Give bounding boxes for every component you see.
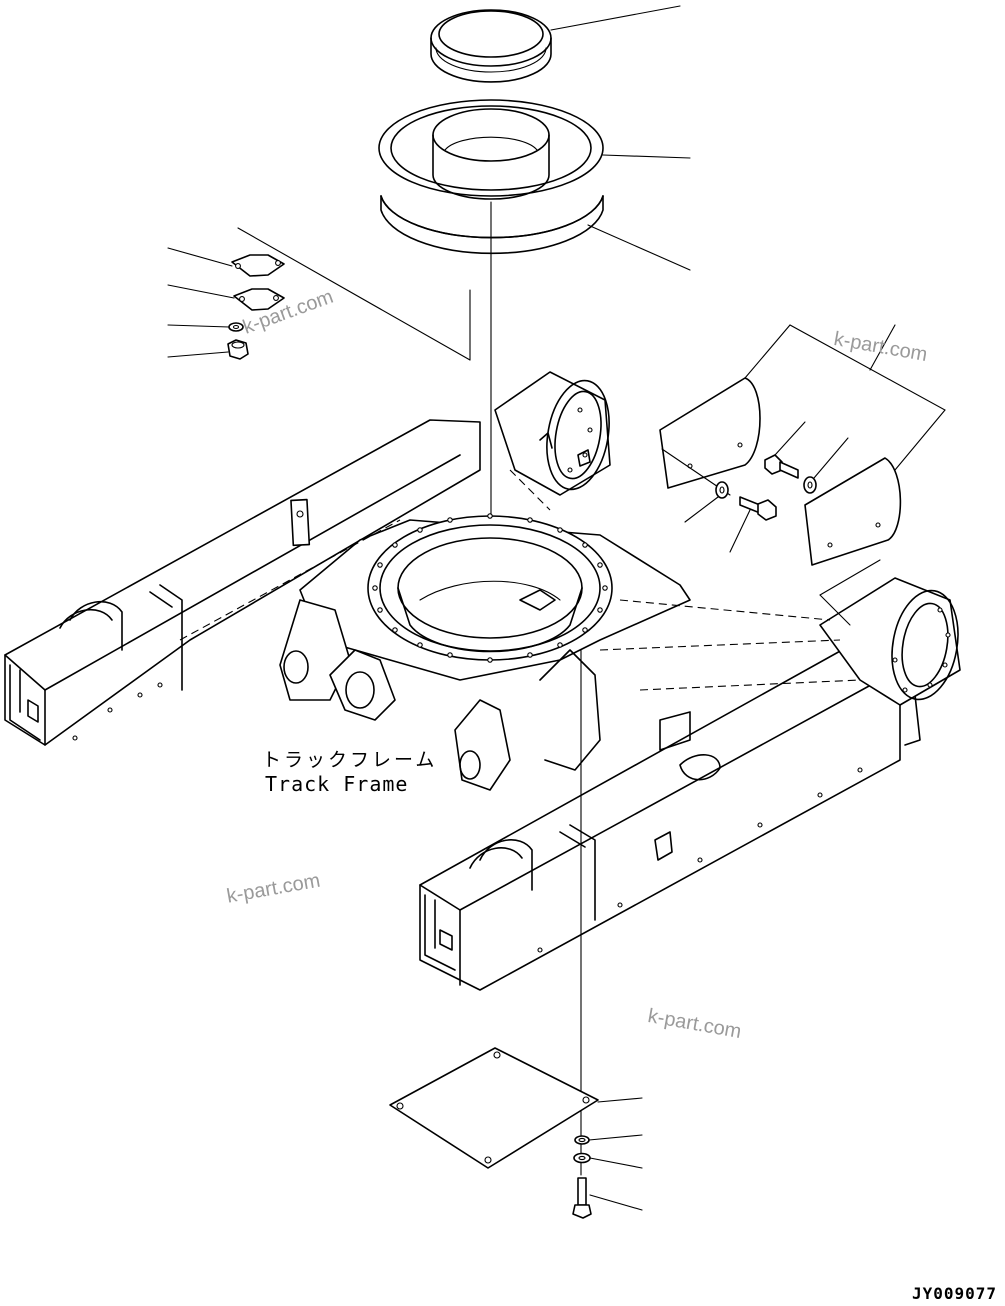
bolt-bottom	[572, 1177, 643, 1219]
bolt-mid	[729, 496, 777, 553]
under-cover	[389, 1047, 643, 1169]
bolt-upper	[764, 421, 806, 479]
side-cover-plate-right	[804, 457, 902, 566]
swivel-cover	[378, 99, 691, 200]
group-bracket-left	[237, 227, 471, 361]
figure-id: JY009077	[912, 1284, 998, 1303]
lock-washer-bottom	[574, 1134, 643, 1145]
nut-small	[167, 339, 249, 360]
race-bolt-holes	[372, 513, 608, 663]
track-frame	[4, 371, 961, 991]
plate-small-upper	[167, 247, 285, 277]
side-cover-plate-left	[659, 377, 761, 489]
washer-upper	[803, 437, 849, 494]
part-label-japanese: トラックフレーム	[262, 749, 438, 771]
part-label-english: Track Frame	[265, 772, 409, 796]
gasket-small	[167, 284, 285, 311]
washer-mid	[684, 481, 729, 523]
washer-bottom	[573, 1152, 643, 1169]
seal-ring	[430, 5, 681, 83]
cover-plate	[380, 195, 691, 271]
washer-small	[167, 322, 244, 332]
